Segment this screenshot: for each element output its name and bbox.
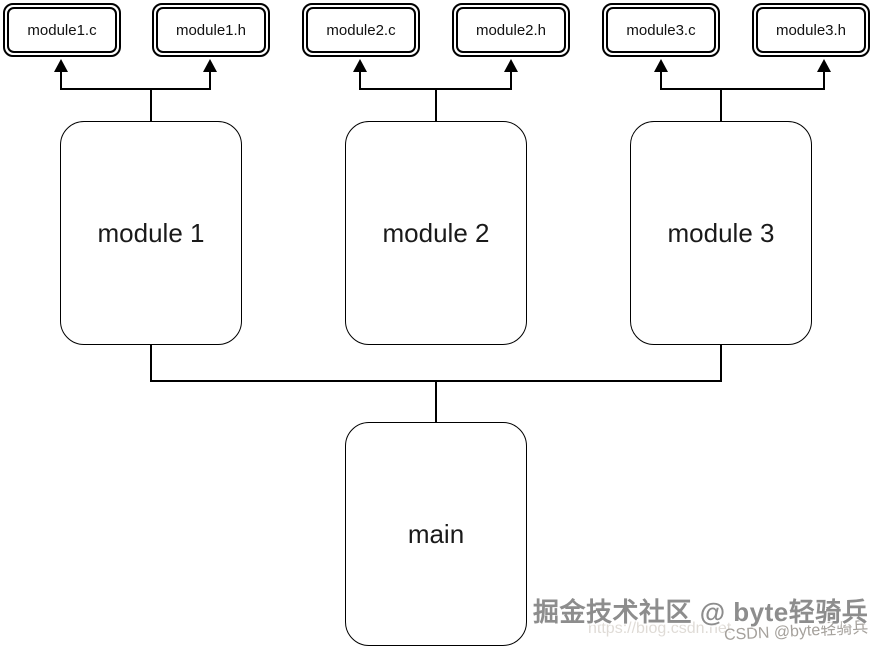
file-box-label: module2.h [475, 21, 547, 39]
file-box-module3-h: module3.h [752, 3, 870, 57]
arrowhead-up-icon [54, 59, 68, 72]
connector-line [209, 70, 211, 90]
file-box-label: module2.c [326, 21, 396, 39]
file-box-inner-border: module1.h [156, 7, 266, 53]
watermark-url: https://blog.csdn.net [588, 620, 732, 637]
file-box-inner-border: module2.h [456, 7, 566, 53]
file-box-inner-border: module2.c [306, 7, 416, 53]
main-box: main [345, 422, 527, 646]
file-box-label: module1.h [175, 21, 247, 39]
file-box-module1-h: module1.h [152, 3, 270, 57]
connector-line [720, 88, 722, 122]
arrowhead-up-icon [203, 59, 217, 72]
connector-line [60, 70, 62, 90]
module-box-label: module 1 [97, 217, 205, 248]
file-box-label: module3.c [626, 21, 696, 39]
file-box-label: module1.c [27, 21, 97, 39]
arrowhead-up-icon [504, 59, 518, 72]
connector-line [435, 88, 437, 122]
connector-line [150, 88, 152, 122]
main-box-label: main [407, 518, 465, 549]
module-box-1: module 1 [60, 121, 242, 345]
connector-line [660, 70, 662, 90]
file-box-inner-border: module3.c [606, 7, 716, 53]
connector-line [510, 70, 512, 90]
connector-line [150, 344, 152, 382]
file-box-inner-border: module1.c [7, 7, 117, 53]
file-box-module2-c: module2.c [302, 3, 420, 57]
module-box-3: module 3 [630, 121, 812, 345]
connector-line [823, 70, 825, 90]
connector-line [60, 88, 211, 90]
file-box-module1-c: module1.c [3, 3, 121, 57]
module-box-2: module 2 [345, 121, 527, 345]
connector-line [720, 344, 722, 382]
file-box-module2-h: module2.h [452, 3, 570, 57]
arrowhead-up-icon [654, 59, 668, 72]
file-box-module3-c: module3.c [602, 3, 720, 57]
file-box-label: module3.h [775, 21, 847, 39]
arrowhead-up-icon [817, 59, 831, 72]
connector-line [660, 88, 825, 90]
module-box-label: module 3 [667, 217, 775, 248]
module-box-label: module 2 [382, 217, 490, 248]
connector-line [359, 70, 361, 90]
connector-line [435, 380, 437, 422]
file-box-inner-border: module3.h [756, 7, 866, 53]
arrowhead-up-icon [353, 59, 367, 72]
watermark-community: 掘金技术社区 @ byte轻骑兵 [533, 597, 869, 627]
